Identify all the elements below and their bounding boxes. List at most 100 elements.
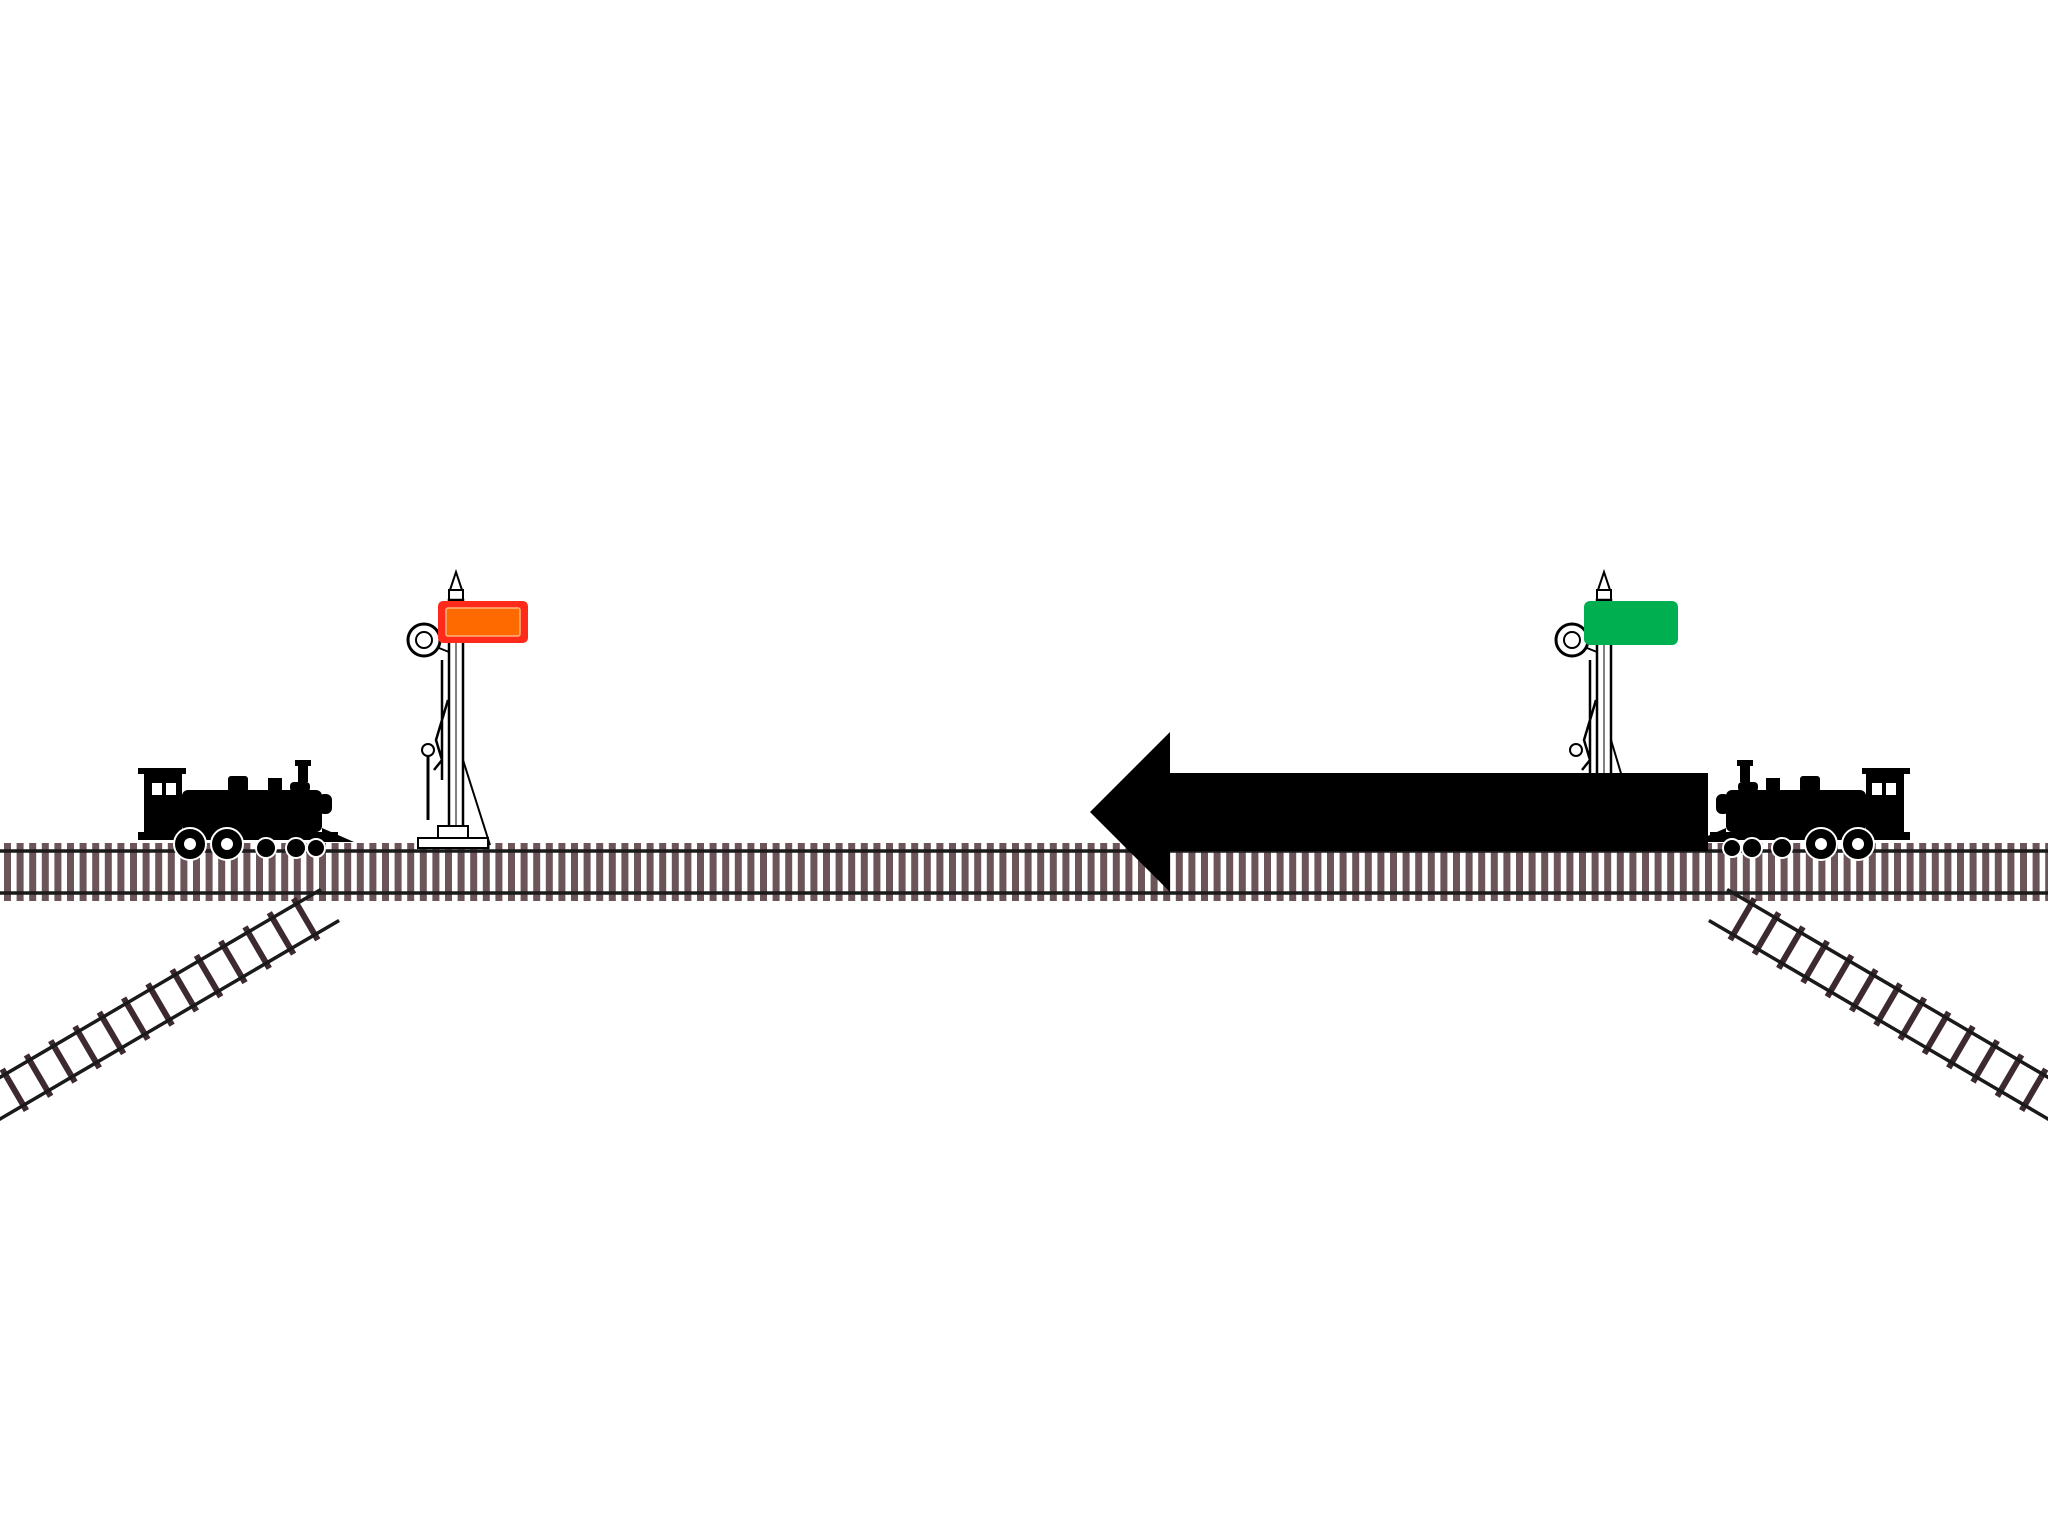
branch-tie — [218, 939, 248, 985]
track-tie — [16, 843, 24, 901]
track-tie — [785, 843, 793, 901]
track-tie — [709, 843, 717, 901]
track-tie — [898, 843, 906, 901]
signal-arm-right — [1584, 601, 1678, 645]
track-tie — [1818, 843, 1826, 901]
track-tie — [999, 843, 1007, 901]
track-tie — [923, 843, 931, 901]
track-tie — [520, 843, 528, 901]
branch-tie — [1751, 911, 1782, 956]
track-tie — [835, 843, 843, 901]
track-tie — [1314, 843, 1322, 901]
track-tie — [1289, 843, 1297, 901]
track-tie — [1931, 843, 1939, 901]
main-track — [0, 843, 2048, 901]
track-tie — [394, 843, 402, 901]
track-tie — [545, 843, 553, 901]
track-tie — [1503, 843, 1511, 901]
track-tie — [1352, 843, 1360, 901]
track-tie — [671, 843, 679, 901]
branch-tie — [1970, 1039, 2000, 1084]
track-tie — [1868, 843, 1876, 901]
track-tie — [218, 843, 226, 901]
track-tie — [495, 843, 503, 901]
track-tie — [1843, 843, 1851, 901]
track-tie — [1856, 843, 1864, 901]
track-tie — [117, 843, 125, 901]
track-tie — [1705, 843, 1712, 901]
track-tie — [230, 843, 238, 901]
track-tie — [1692, 843, 1700, 901]
track-tie — [1327, 843, 1334, 901]
track-tie — [1138, 843, 1145, 901]
track-tie — [193, 843, 200, 901]
signal-arm-left — [438, 601, 528, 643]
track-tie — [1075, 843, 1082, 901]
track-tie — [281, 843, 289, 901]
branch-rail — [1726, 887, 2048, 1080]
track-tie — [1654, 843, 1662, 901]
track-tie — [571, 843, 578, 901]
track-tie — [974, 843, 982, 901]
track-tie — [886, 843, 893, 901]
track-tie — [79, 843, 87, 901]
track-tie — [1679, 843, 1687, 901]
branch-tie — [0, 1067, 29, 1113]
track-tie — [369, 843, 377, 901]
track-tie — [356, 843, 364, 901]
track-tie — [1969, 843, 1977, 901]
track-tie — [986, 843, 994, 901]
track-tie — [1175, 843, 1183, 901]
track-tie — [1642, 843, 1649, 901]
track-tie — [1755, 843, 1763, 901]
track-tie — [1667, 843, 1675, 901]
track-tie — [1339, 843, 1347, 901]
track-tie — [936, 843, 944, 901]
track-tie — [293, 843, 301, 901]
track-tie — [1465, 843, 1473, 901]
track-tie — [1579, 843, 1586, 901]
track-tie — [1566, 843, 1574, 901]
semaphore-signal-icon — [406, 568, 491, 849]
track-tie — [823, 843, 830, 901]
track-tie — [659, 843, 667, 901]
track-tie — [1541, 843, 1549, 901]
track-tie — [1881, 843, 1889, 901]
track-tie — [797, 843, 805, 901]
track-tie — [1112, 843, 1120, 901]
track-tie — [1037, 843, 1045, 901]
branch-tie — [291, 896, 321, 942]
locomotive-left — [138, 760, 354, 861]
track-tie — [1629, 843, 1637, 901]
track-tie — [1390, 843, 1397, 901]
track-tie — [67, 843, 74, 901]
track-tie — [1805, 843, 1813, 901]
track-tie — [1087, 843, 1095, 901]
track-tie — [2032, 843, 2040, 901]
branch-rail — [0, 918, 340, 1122]
semaphore-signal-right — [1554, 568, 1678, 802]
track-tie — [1742, 843, 1750, 901]
track-tie — [4, 843, 11, 901]
track-tie — [319, 843, 326, 901]
semaphore-signal-left — [406, 568, 528, 849]
track-tie — [180, 843, 188, 901]
track-tie — [1919, 843, 1927, 901]
track-tie — [634, 843, 641, 901]
branch-track-right — [1708, 887, 2048, 1122]
track-tie — [1730, 843, 1738, 901]
track-tie — [873, 843, 881, 901]
track-tie — [1982, 843, 1990, 901]
track-tie — [1100, 843, 1108, 901]
branch-tie — [1921, 1010, 1952, 1056]
track-tie — [29, 843, 37, 901]
track-tie — [167, 843, 175, 901]
track-tie — [1793, 843, 1801, 901]
branch-tie — [72, 1024, 102, 1070]
track-tie — [1049, 843, 1057, 901]
track-tie — [445, 843, 452, 901]
branch-tie — [242, 925, 272, 970]
track-tie — [1188, 843, 1196, 901]
track-tie — [1478, 843, 1486, 901]
